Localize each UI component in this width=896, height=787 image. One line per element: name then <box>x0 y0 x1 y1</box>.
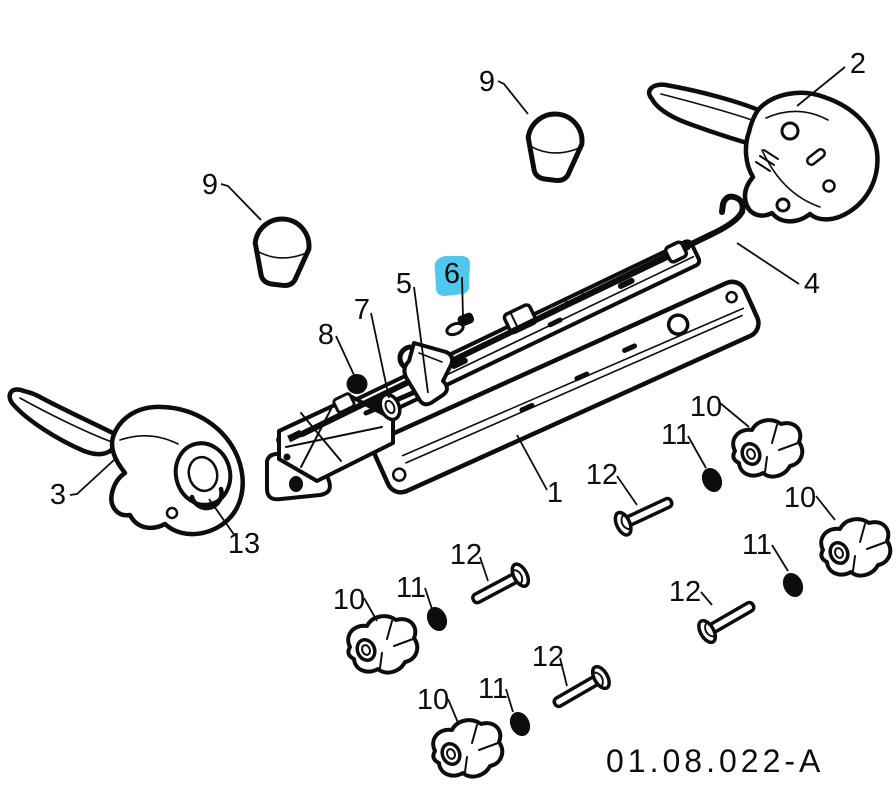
leader-line <box>687 435 707 469</box>
part-11-cap <box>506 708 534 740</box>
callout-6[interactable]: 6 <box>434 256 470 318</box>
callout-number: 12 <box>450 539 482 571</box>
leader-line <box>497 80 529 115</box>
part-9-knob-left <box>250 216 312 288</box>
part-6-clip <box>445 312 475 337</box>
leader-line <box>461 276 464 318</box>
rod-sleeve <box>664 240 688 264</box>
callout-7[interactable]: 7 <box>354 294 390 399</box>
callout-10[interactable]: 10 <box>333 584 378 622</box>
part-2-release-handle <box>646 82 880 224</box>
callout-10[interactable]: 10 <box>784 482 836 521</box>
leader-line <box>208 498 236 537</box>
callout-9[interactable]: 9 <box>479 66 529 115</box>
leader-line <box>700 591 713 606</box>
callout-10[interactable]: 10 <box>690 391 750 428</box>
callout-number: 3 <box>50 479 66 511</box>
leader-line <box>719 402 750 428</box>
callout-12[interactable]: 12 <box>532 641 568 687</box>
callout-number: 5 <box>396 268 412 300</box>
part-11-cap <box>779 569 807 601</box>
callout-11[interactable]: 11 <box>396 572 433 610</box>
highlight-marker <box>434 256 470 296</box>
callout-12[interactable]: 12 <box>586 459 638 506</box>
leader-line <box>447 698 460 726</box>
part-11-cap <box>698 464 726 496</box>
part-1-rail-assembly <box>265 239 761 502</box>
part-11-cap <box>423 603 451 635</box>
callout-1[interactable]: 1 <box>516 434 563 509</box>
part-8-cap <box>346 374 368 394</box>
callout-4[interactable]: 4 <box>736 242 820 300</box>
callout-number: 6 <box>444 258 460 290</box>
leader-line <box>335 335 355 376</box>
callout-2[interactable]: 2 <box>796 48 866 107</box>
leader-line <box>505 688 514 713</box>
callout-number: 12 <box>532 641 564 673</box>
callout-5[interactable]: 5 <box>396 268 429 394</box>
part-10-knob <box>819 517 893 578</box>
callout-11[interactable]: 11 <box>661 419 707 469</box>
part-10-knob <box>731 418 805 479</box>
callout-number: 11 <box>742 529 772 561</box>
callout-number: 11 <box>478 673 508 705</box>
callout-number: 9 <box>202 169 218 201</box>
callout-12[interactable]: 12 <box>669 576 713 608</box>
leader-line <box>424 587 433 610</box>
callout-9[interactable]: 9 <box>202 169 262 221</box>
callout-number: 7 <box>354 294 370 326</box>
leader-line <box>559 657 568 687</box>
leader-line <box>516 434 548 491</box>
part-12-bolt <box>610 488 679 540</box>
leader-line <box>370 312 390 399</box>
callout-number: 11 <box>661 419 691 451</box>
callout-number: 10 <box>690 391 722 423</box>
part-13-clip <box>189 486 224 511</box>
part-9-knob-top <box>523 111 585 183</box>
callout-number: 8 <box>318 319 334 351</box>
leader-line <box>479 556 489 582</box>
part-3-release-handle <box>7 387 245 537</box>
callout-number: 2 <box>850 48 866 80</box>
callout-10[interactable]: 10 <box>417 684 460 726</box>
callout-number: 12 <box>586 459 618 491</box>
leader-line <box>220 183 262 221</box>
callout-11[interactable]: 11 <box>478 673 514 713</box>
part-4-rod <box>299 193 746 437</box>
leader-line <box>413 286 429 394</box>
leader-line <box>616 475 638 506</box>
part-5-latch-bracket <box>397 341 455 407</box>
part-12-bolt <box>693 592 761 647</box>
callout-number: 11 <box>396 572 426 604</box>
leader-line <box>796 66 846 107</box>
callout-11[interactable]: 11 <box>742 529 789 572</box>
figure-code: 01.08.022-A <box>606 743 824 779</box>
leader-line <box>69 459 115 496</box>
callout-number: 10 <box>417 684 449 716</box>
callout-number: 10 <box>784 482 816 514</box>
callout-12[interactable]: 12 <box>450 539 489 582</box>
leader-line <box>736 242 800 285</box>
callout-number: 10 <box>333 584 365 616</box>
callout-3[interactable]: 3 <box>50 459 115 511</box>
callout-number: 1 <box>547 477 563 509</box>
callout-13[interactable]: 13 <box>208 498 260 560</box>
callout-8[interactable]: 8 <box>318 319 355 376</box>
callout-number: 13 <box>228 528 260 560</box>
callout-number: 12 <box>669 576 701 608</box>
part-10-knob <box>431 718 505 779</box>
leader-line <box>815 495 836 521</box>
part-10-knob <box>346 614 420 675</box>
callout-number: 4 <box>804 268 820 300</box>
leader-line <box>771 544 789 572</box>
callout-number: 9 <box>479 66 495 98</box>
leader-line <box>363 597 378 622</box>
part-7-bushing <box>378 392 402 422</box>
